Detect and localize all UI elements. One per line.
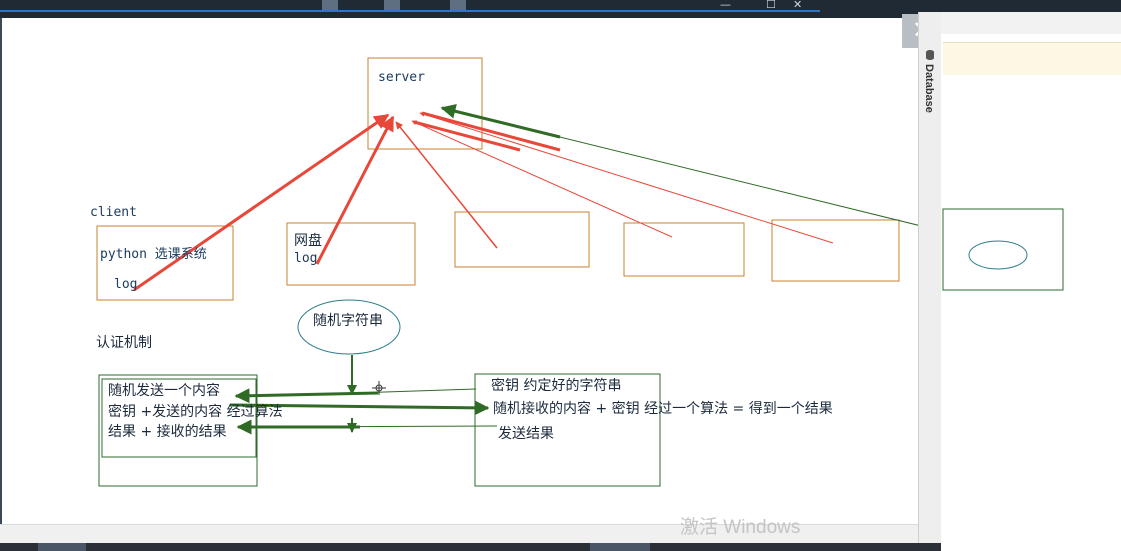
toolbar-icon[interactable] (322, 0, 338, 10)
auth-right-box[interactable] (474, 373, 661, 487)
left-box-line2: 密钥 +发送的内容 经过算法 (108, 404, 283, 420)
arrow-client4-thick-segment (413, 120, 521, 152)
box1-line2: log (114, 277, 138, 292)
arrow-key-to-left[interactable] (234, 388, 379, 404)
horizontal-scrollbar[interactable] (0, 524, 918, 544)
auth-mechanism-label: 认证机制 (96, 335, 152, 351)
toolbar-icon[interactable] (450, 0, 466, 10)
server-box[interactable] (367, 57, 483, 150)
arrow-client4-to-server[interactable] (411, 120, 673, 238)
right-panel-highlight-row (943, 42, 1121, 75)
random-string-label: 随机字符串 (313, 313, 383, 329)
client-box-python[interactable] (96, 225, 234, 301)
random-string-ellipse[interactable] (297, 299, 401, 355)
window-close-icon[interactable]: ✕ (793, 0, 803, 11)
left-box-line1: 随机发送一个内容 (108, 383, 220, 399)
client-box-netdisk[interactable] (286, 222, 416, 286)
windows-activation-watermark: 激活 Windows (680, 517, 801, 538)
left-edge-strip (0, 18, 2, 543)
arrow-left-to-right[interactable] (229, 400, 490, 416)
diagram-svg (96, 57, 918, 487)
auth-left-box-outer[interactable] (98, 374, 258, 487)
arrow-client3-to-server[interactable] (395, 121, 498, 249)
arrow-client2-to-server[interactable] (315, 115, 395, 265)
left-box-line3: 结果 + 接收的结果 (108, 424, 227, 440)
right-box-line3: 发送结果 (498, 426, 554, 442)
toolbar-icon[interactable] (384, 0, 400, 10)
box2-line2: log (294, 251, 318, 266)
external-ellipse[interactable] (968, 240, 1028, 270)
maximize-icon[interactable]: ☐ (766, 0, 776, 11)
box2-line1: 网盘 (294, 233, 322, 249)
arrow-client5-to-server[interactable] (419, 111, 834, 244)
right-box-line2: 随机接收的内容 + 密钥 经过一个算法 = 得到一个结果 (493, 401, 833, 417)
arrow-client1-to-server[interactable] (133, 113, 390, 292)
box1-line1: python 选课系统 (100, 247, 207, 262)
server-label: server (378, 70, 425, 85)
client-box-5[interactable] (771, 219, 900, 282)
database-tab-label[interactable]: Database (923, 64, 935, 113)
right-box-line1: 密钥 约定好的字符串 (491, 378, 622, 394)
minimize-icon[interactable]: — (720, 0, 731, 11)
arrow-client5-thick-segment (421, 111, 561, 152)
right-panel-diagram (942, 208, 1064, 291)
client-label: client (90, 205, 137, 220)
database-icon (926, 50, 934, 60)
client-box-3[interactable] (454, 211, 590, 268)
right-panel-header (941, 12, 1121, 34)
right-panel (941, 12, 1121, 551)
arrow-external-thick-segment (440, 103, 561, 139)
drawing-canvas[interactable] (2, 18, 918, 524)
auth-left-box-inner[interactable] (101, 378, 257, 458)
database-side-panel[interactable]: Database (918, 12, 943, 543)
external-green-box[interactable] (942, 208, 1064, 291)
bottom-bar-item[interactable] (590, 543, 650, 551)
bottom-bar-item[interactable] (38, 543, 86, 551)
bottom-bar (0, 543, 941, 551)
crosshair-cursor-icon (372, 381, 386, 395)
top-bar: — ☐ ✕ (0, 0, 1121, 18)
arrow-external-to-server[interactable] (441, 107, 918, 238)
client-box-4[interactable] (623, 222, 745, 277)
top-bar-accent-line (0, 10, 820, 12)
